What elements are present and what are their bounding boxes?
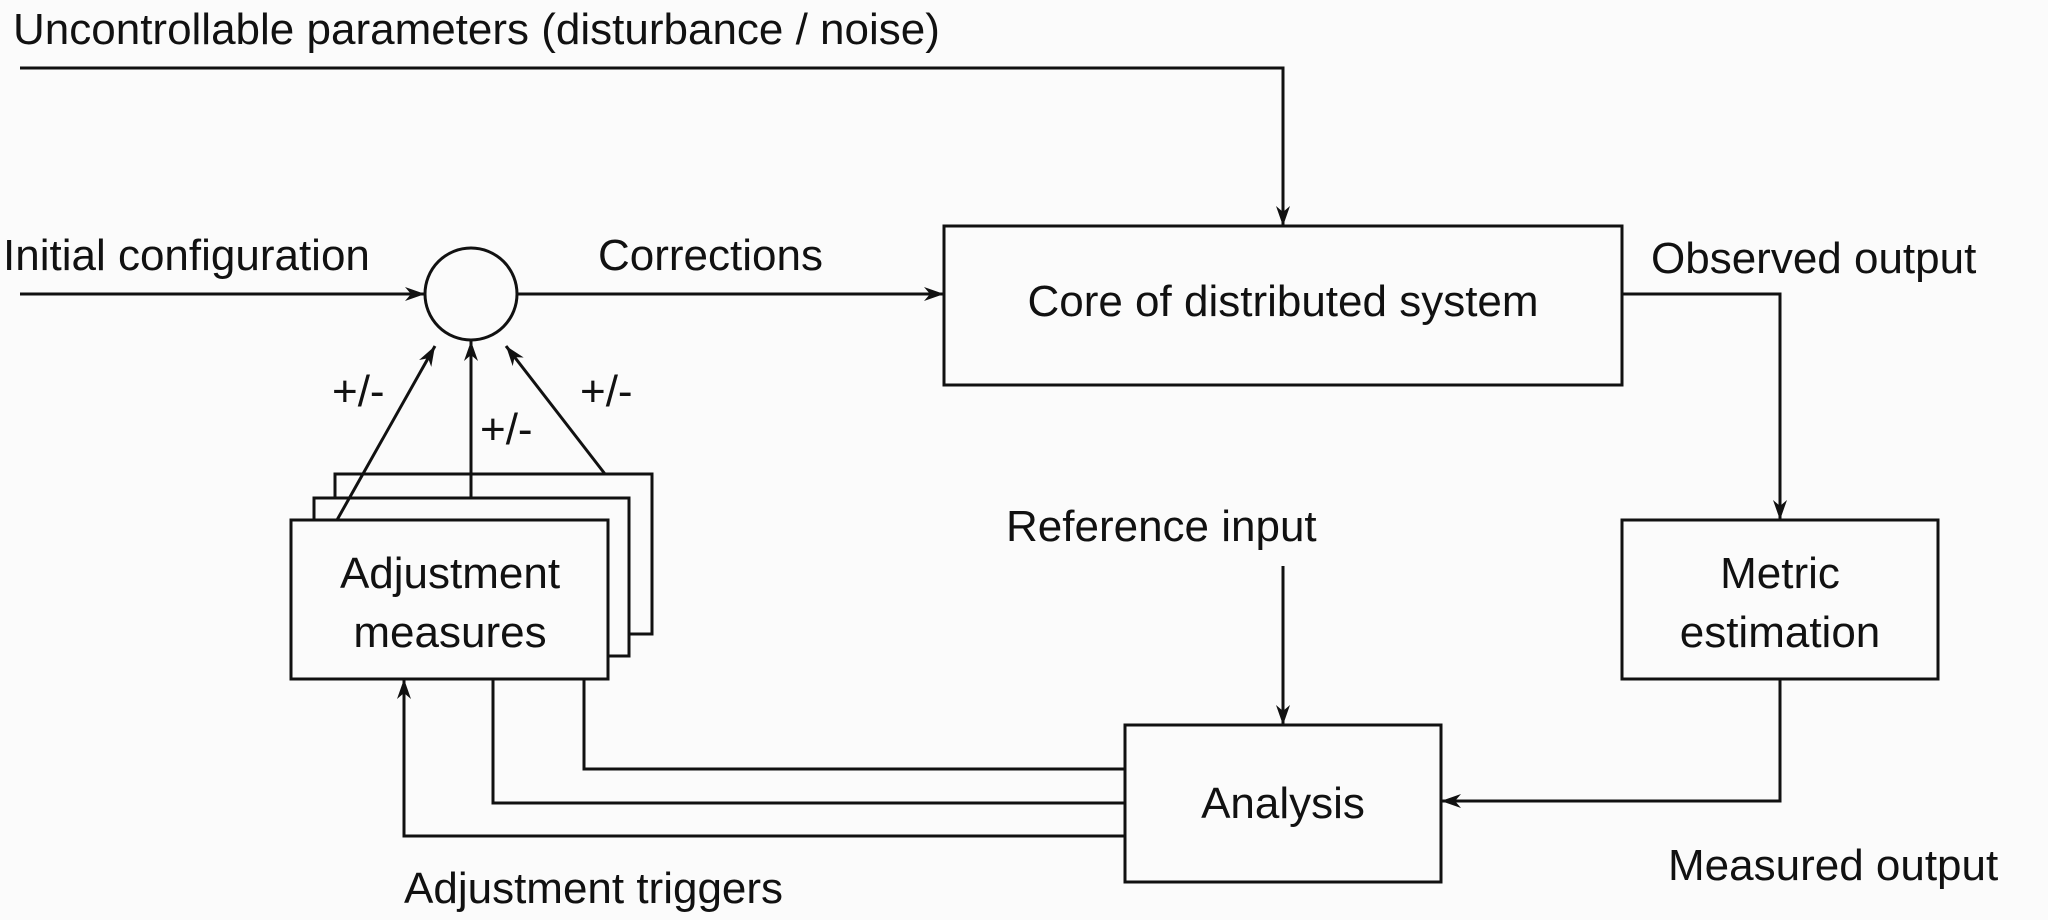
adjustment-triggers-arrow bbox=[397, 679, 1125, 838]
core-system-box bbox=[942, 224, 1624, 387]
initial-configuration-label: Initial configuration bbox=[3, 231, 370, 280]
metric-estimation-label-line1: Metric bbox=[1720, 549, 1840, 598]
disturbance-arrow bbox=[20, 66, 1290, 226]
adjustment-arrow-right bbox=[504, 345, 607, 475]
analysis-box bbox=[1123, 723, 1443, 884]
feedback-line-2 bbox=[491, 679, 1125, 805]
reference-input-label: Reference input bbox=[1006, 502, 1317, 551]
core-system-label: Core of distributed system bbox=[1027, 277, 1538, 326]
measured-output-arrow bbox=[1441, 679, 1782, 808]
observed-output-arrow bbox=[1622, 292, 1787, 520]
measured-output-label: Measured output bbox=[1668, 841, 1998, 890]
analysis-label: Analysis bbox=[1201, 779, 1365, 828]
adjustment-measures-box bbox=[289, 518, 610, 681]
adjustment-arrow-left bbox=[335, 345, 437, 521]
metric-estimation-label-line2: estimation bbox=[1680, 608, 1881, 657]
adjustment-triggers-label: Adjustment triggers bbox=[404, 864, 783, 913]
observed-output-label: Observed output bbox=[1651, 234, 1976, 283]
adjustment-measures-label-line1: Adjustment bbox=[340, 549, 560, 598]
sign-label-middle: +/- bbox=[480, 405, 533, 454]
metric-estimation-box bbox=[1620, 518, 1940, 681]
sign-label-right: +/- bbox=[580, 367, 633, 416]
disturbance-label: Uncontrollable parameters (disturbance /… bbox=[13, 5, 940, 54]
corrections-label: Corrections bbox=[598, 231, 823, 280]
sign-label-left: +/- bbox=[332, 367, 385, 416]
adjustment-measures-label-line2: measures bbox=[353, 608, 546, 657]
summing-junction bbox=[423, 246, 519, 342]
feedback-line-1 bbox=[582, 679, 1125, 771]
